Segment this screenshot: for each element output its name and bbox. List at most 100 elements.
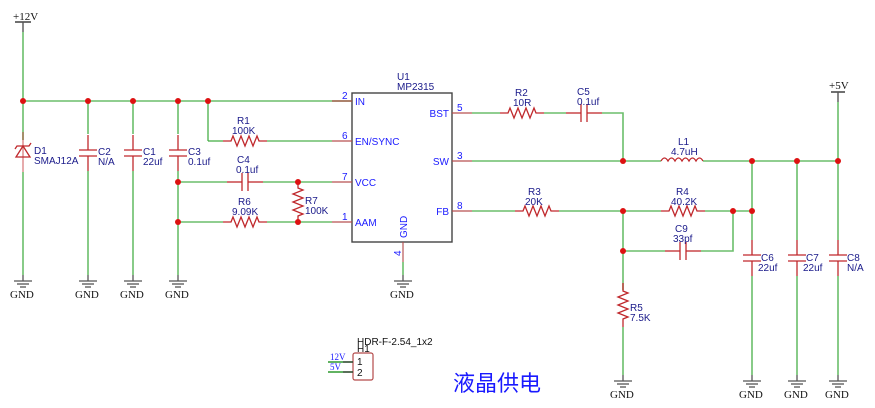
h1-pin-2: 2	[357, 368, 363, 379]
l1-value: 4.7uH	[671, 147, 698, 158]
pin-num-fb: 8	[457, 201, 463, 212]
r7-ref: R7	[305, 196, 318, 207]
resistor-r5[interactable]: R5 7.5K	[617, 282, 651, 328]
pin-name-en: EN/SYNC	[355, 137, 399, 148]
gnd-symbol-c3: GND	[165, 274, 189, 301]
r1-ref: R1	[237, 116, 250, 127]
svg-text:GND: GND	[10, 289, 34, 301]
svg-text:GND: GND	[390, 289, 414, 301]
gnd-symbol-r5: GND	[610, 374, 634, 401]
capacitor-c7[interactable]: C7 22uf	[787, 239, 823, 277]
c3-ref: C3	[188, 147, 201, 158]
h1-net-12v: 12V	[330, 352, 346, 362]
pin-num-bst: 5	[457, 103, 463, 114]
pin-name-gnd: GND	[399, 216, 410, 238]
sheet-title: 液晶供电	[453, 372, 541, 397]
u1-ref: U1	[397, 72, 410, 83]
c2-value: N/A	[98, 157, 115, 168]
svg-text:GND: GND	[120, 289, 144, 301]
capacitor-c6[interactable]: C6 22uf	[742, 239, 778, 277]
capacitor-c8[interactable]: C8 N/A	[828, 239, 864, 277]
pin-num-en: 6	[342, 131, 348, 142]
d1-ref: D1	[34, 146, 47, 157]
resistor-r4[interactable]: R4 40.2K	[660, 187, 706, 217]
resistor-r2[interactable]: R2 10R	[499, 88, 545, 119]
r6-ref: R6	[238, 197, 251, 208]
resistor-r1[interactable]: R1 100K	[222, 116, 268, 147]
r2-value: 10R	[513, 98, 531, 109]
pin-name-vcc: VCC	[355, 178, 376, 189]
resistor-r3[interactable]: R3 20K	[514, 187, 560, 217]
r5-value: 7.5K	[630, 313, 651, 324]
c4-ref: C4	[237, 155, 250, 166]
c5-value: 0.1uf	[577, 97, 599, 108]
r3-ref: R3	[528, 187, 541, 198]
pin-num-in: 2	[342, 91, 348, 102]
vin-label: +12V	[13, 11, 38, 23]
pin-num-aam: 1	[342, 212, 348, 223]
pin-num-gnd: 4	[393, 250, 404, 256]
c6-ref: C6	[761, 253, 774, 264]
c7-value: 22uf	[803, 263, 823, 274]
pin-name-aam: AAM	[355, 218, 377, 229]
c3-value: 0.1uf	[188, 157, 210, 168]
c9-ref: C9	[675, 224, 688, 235]
header-h1[interactable]: HDR-F-2.54_1x2 H1 12V 5V 1 2	[328, 337, 433, 381]
h1-value: HDR-F-2.54_1x2	[357, 337, 433, 348]
capacitor-c4[interactable]: C4 0.1uf	[226, 155, 264, 192]
h1-net-5v: 5V	[330, 362, 342, 372]
pin-name-fb: FB	[436, 207, 449, 218]
r5-ref: R5	[630, 303, 643, 314]
pin-name-sw: SW	[433, 157, 450, 168]
c9-value: 33pf	[673, 234, 693, 245]
gnd-symbol-c1: GND	[120, 274, 144, 301]
capacitor-c5[interactable]: C5 0.1uf	[565, 87, 603, 123]
diode-d1[interactable]: D1 SMAJ12A	[14, 101, 79, 275]
r4-value: 40.2K	[671, 197, 697, 208]
gnd-symbol-c8: GND	[825, 374, 849, 401]
gnd-symbol-c2: GND	[75, 274, 99, 301]
ic-u1[interactable]: U1 MP2315 2 IN 6 EN/SYNC 7 VCC 1 AAM 5 B…	[332, 72, 472, 262]
c1-ref: C1	[143, 147, 156, 158]
c7-ref: C7	[806, 253, 819, 264]
svg-text:GND: GND	[165, 289, 189, 301]
pin-name-in: IN	[355, 97, 365, 108]
gnd-symbol-u1: GND	[390, 274, 414, 301]
r7-value: 100K	[305, 206, 329, 217]
r1-value: 100K	[232, 126, 256, 137]
c6-value: 22uf	[758, 263, 778, 274]
h1-ref: H1	[357, 344, 370, 355]
junction-dots	[20, 98, 841, 254]
c8-ref: C8	[847, 253, 860, 264]
capacitor-c2[interactable]: C2 N/A	[78, 101, 115, 275]
r2-ref: R2	[515, 88, 528, 99]
r6-value: 9.09K	[232, 207, 258, 218]
svg-text:GND: GND	[739, 389, 763, 401]
vout-label: +5V	[829, 80, 849, 92]
c8-value: N/A	[847, 263, 864, 274]
vin-power-port: +12V	[13, 11, 38, 32]
capacitor-c1[interactable]: C1 22uf	[123, 101, 163, 275]
c1-value: 22uf	[143, 157, 163, 168]
l1-ref: L1	[678, 137, 690, 148]
svg-text:GND: GND	[610, 389, 634, 401]
inductor-l1[interactable]: L1 4.7uH	[660, 137, 704, 163]
capacitor-c9[interactable]: C9 33pf	[664, 224, 702, 261]
gnd-symbol-c6: GND	[739, 374, 763, 401]
u1-value: MP2315	[397, 82, 435, 93]
pin-num-sw: 3	[457, 151, 463, 162]
gnd-symbol-c7: GND	[784, 374, 808, 401]
r4-ref: R4	[676, 187, 689, 198]
c5-ref: C5	[577, 87, 590, 98]
resistor-r6[interactable]: R6 9.09K	[222, 197, 268, 228]
resistor-r7[interactable]: R7 100K	[292, 179, 329, 225]
pin-name-bst: BST	[430, 109, 449, 120]
d1-value: SMAJ12A	[34, 156, 79, 167]
svg-text:GND: GND	[825, 389, 849, 401]
pin-num-vcc: 7	[342, 172, 348, 183]
vout-power-port: +5V	[829, 80, 849, 102]
r3-value: 20K	[525, 197, 543, 208]
capacitor-c3[interactable]: C3 0.1uf	[168, 101, 210, 275]
svg-text:GND: GND	[75, 289, 99, 301]
